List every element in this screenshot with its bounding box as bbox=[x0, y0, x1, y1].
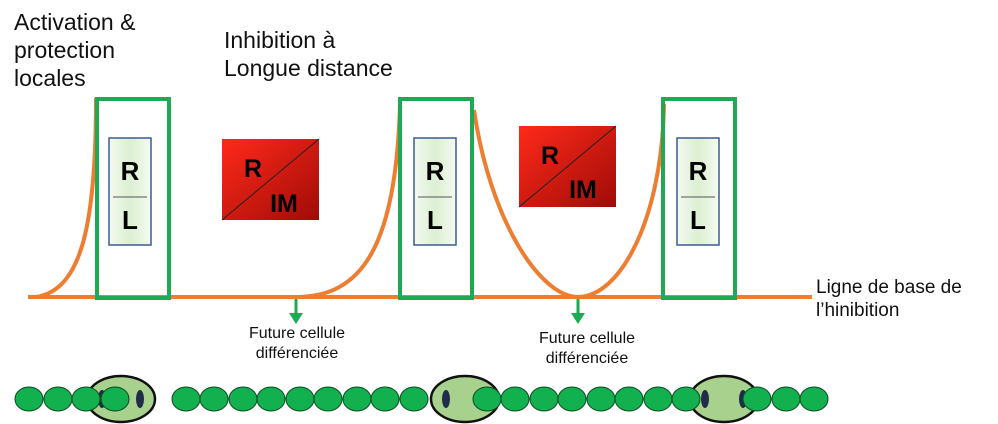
local-frame-1 bbox=[95, 97, 171, 300]
small-cell-6 bbox=[199, 386, 229, 412]
small-cell-3 bbox=[71, 386, 101, 412]
small-cell-16 bbox=[529, 386, 559, 412]
small-cell-23 bbox=[771, 386, 801, 412]
local-frame-3 bbox=[661, 97, 737, 300]
cell-junction bbox=[136, 390, 144, 408]
rl-box-1-r: R bbox=[121, 156, 140, 186]
small-cell-22 bbox=[742, 386, 772, 412]
small-cell-12 bbox=[370, 386, 400, 412]
inhibition-baseline-label: Ligne de base de l’hinibition bbox=[816, 277, 962, 322]
cell-junction bbox=[701, 390, 709, 408]
small-cell-4 bbox=[100, 386, 130, 412]
future-cell-arrow-1 bbox=[289, 299, 303, 324]
inhibitor-box-2-r: R bbox=[541, 142, 559, 170]
small-cell-10 bbox=[313, 386, 343, 412]
rl-box-3-l: L bbox=[690, 205, 706, 235]
local-frame-2 bbox=[398, 97, 474, 300]
small-cell-18 bbox=[586, 386, 616, 412]
rl-box-3: R L bbox=[676, 137, 720, 246]
inhibitor-box-2: R IM bbox=[518, 125, 617, 208]
small-cell-2 bbox=[43, 386, 73, 412]
local-activation-label: Activation & protection locales bbox=[14, 9, 136, 92]
small-cell-19 bbox=[614, 386, 644, 412]
inhibitor-box-1-r: R bbox=[244, 155, 262, 183]
rl-box-1: R L bbox=[108, 137, 152, 246]
inhibition-curve-3 bbox=[472, 103, 666, 300]
cell-row bbox=[14, 374, 829, 424]
small-cell-7 bbox=[228, 386, 258, 412]
future-cell-label-1: Future cellule différenciée bbox=[248, 325, 346, 362]
small-cell-8 bbox=[256, 386, 286, 412]
small-cell-9 bbox=[285, 386, 315, 412]
small-cell-11 bbox=[342, 386, 372, 412]
rl-box-2: R L bbox=[413, 137, 457, 246]
rl-box-2-l: L bbox=[427, 205, 443, 235]
small-cell-20 bbox=[643, 386, 673, 412]
rl-box-2-r: R bbox=[426, 156, 445, 186]
small-cell-24 bbox=[799, 386, 829, 412]
inhibitor-box-1-im: IM bbox=[270, 190, 298, 218]
future-cell-label-2: Future cellule différenciée bbox=[538, 330, 636, 367]
cell-junction bbox=[442, 390, 450, 408]
inhibitor-box-2-im: IM bbox=[569, 176, 597, 204]
small-cell-17 bbox=[557, 386, 587, 412]
small-cell-1 bbox=[14, 386, 44, 412]
small-cell-14 bbox=[472, 386, 502, 412]
small-cell-13 bbox=[399, 386, 429, 412]
inhibition-curve-2 bbox=[295, 103, 402, 299]
future-cell-arrow-2 bbox=[571, 299, 585, 324]
inhibition-curve-1 bbox=[35, 97, 98, 299]
small-cell-5 bbox=[171, 386, 201, 412]
inhibitor-box-1: R IM bbox=[221, 138, 320, 221]
long-distance-inhibition-label: Inhibition à Longue distance bbox=[224, 27, 393, 82]
small-cell-15 bbox=[500, 386, 530, 412]
small-cell-21 bbox=[671, 386, 701, 412]
rl-box-3-r: R bbox=[689, 156, 708, 186]
rl-box-1-l: L bbox=[122, 205, 138, 235]
